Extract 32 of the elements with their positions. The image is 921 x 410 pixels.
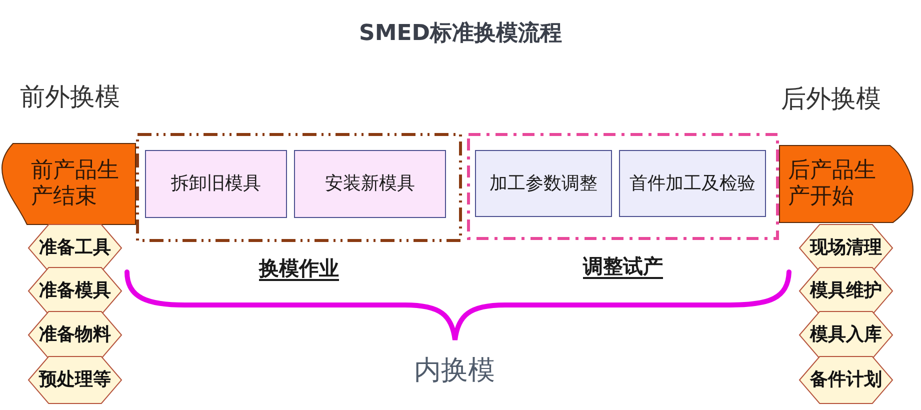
hexagon-label: 准备模具 xyxy=(39,280,111,302)
banner-label: 后产品生产开始 xyxy=(788,158,877,210)
process-box xyxy=(475,150,612,217)
wave-banner xyxy=(779,145,915,223)
process-label: 安装新模具 xyxy=(325,173,415,195)
group-heading: 调整试产 xyxy=(583,254,663,278)
process-label: 加工参数调整 xyxy=(490,172,598,194)
hexagon-tag xyxy=(28,267,122,315)
hexagon-label: 模具入库 xyxy=(810,324,882,346)
hexagon-tag xyxy=(799,356,893,404)
wave-banner xyxy=(0,143,136,225)
hexagon-tag xyxy=(799,311,893,359)
hexagon-label: 备件计划 xyxy=(810,369,882,391)
process-label: 首件加工及检验 xyxy=(630,172,756,194)
process-label: 拆卸旧模具 xyxy=(171,173,261,195)
hexagon-label: 模具维护 xyxy=(810,280,882,302)
hexagon-label: 准备物料 xyxy=(39,324,111,346)
hexagon-tag xyxy=(28,356,122,404)
banner-label: 前产品生产结束 xyxy=(31,158,120,210)
hexagon-tag xyxy=(28,311,122,359)
section-label: 前外换模 xyxy=(20,81,120,113)
process-box xyxy=(294,150,446,218)
brace-label: 内换模 xyxy=(414,354,495,388)
process-box xyxy=(619,150,766,217)
hexagon-label: 现场清理 xyxy=(810,237,882,259)
group-heading: 换模作业 xyxy=(259,256,339,280)
section-label: 后外换模 xyxy=(781,83,881,115)
hexagon-label: 预处理等 xyxy=(39,369,111,391)
hexagon-tag xyxy=(799,267,893,315)
hexagon-label: 准备工具 xyxy=(39,237,111,259)
process-box xyxy=(145,150,287,218)
title: SMED标准换模流程 xyxy=(358,20,562,48)
